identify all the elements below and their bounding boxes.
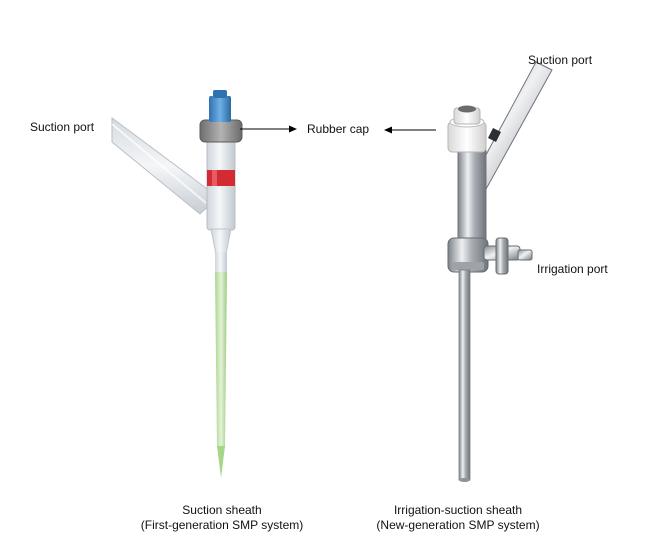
- caption-left-line1: Suction sheath: [182, 503, 262, 517]
- caption-right: Irrigation-suction sheath (New-generatio…: [358, 503, 558, 533]
- rubber-cap-arrow-right: [384, 126, 436, 134]
- caption-left: Suction sheath (First-generation SMP sys…: [130, 503, 314, 533]
- suction-sheath-device: [111, 90, 243, 478]
- irrigation-suction-sheath-device: [447, 61, 553, 482]
- caption-right-line2: (New-generation SMP system): [376, 518, 540, 532]
- label-rubber-cap: Rubber cap: [307, 122, 370, 136]
- label-suction-port-right: Suction port: [528, 53, 593, 67]
- caption-right-line1: Irrigation-suction sheath: [393, 503, 523, 517]
- label-irrigation-port: Irrigation port: [537, 262, 608, 276]
- caption-left-line2: (First-generation SMP system): [140, 518, 304, 532]
- rubber-cap-arrow-left: [240, 125, 297, 133]
- label-suction-port-left: Suction port: [30, 120, 95, 134]
